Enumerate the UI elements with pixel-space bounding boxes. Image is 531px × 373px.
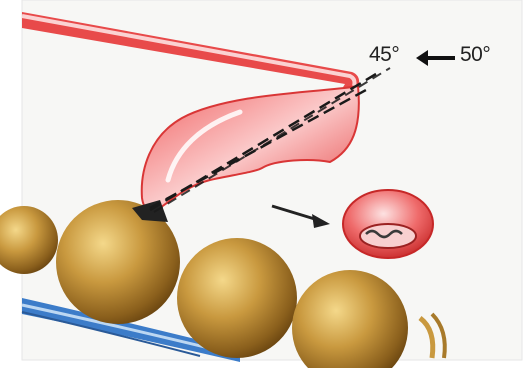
left-arrow-icon — [425, 56, 455, 60]
angle-label-45: 45° — [369, 43, 399, 67]
actin-bead — [177, 238, 297, 358]
angle-label-50: 50° — [460, 43, 490, 67]
released-phosphate — [343, 190, 433, 258]
